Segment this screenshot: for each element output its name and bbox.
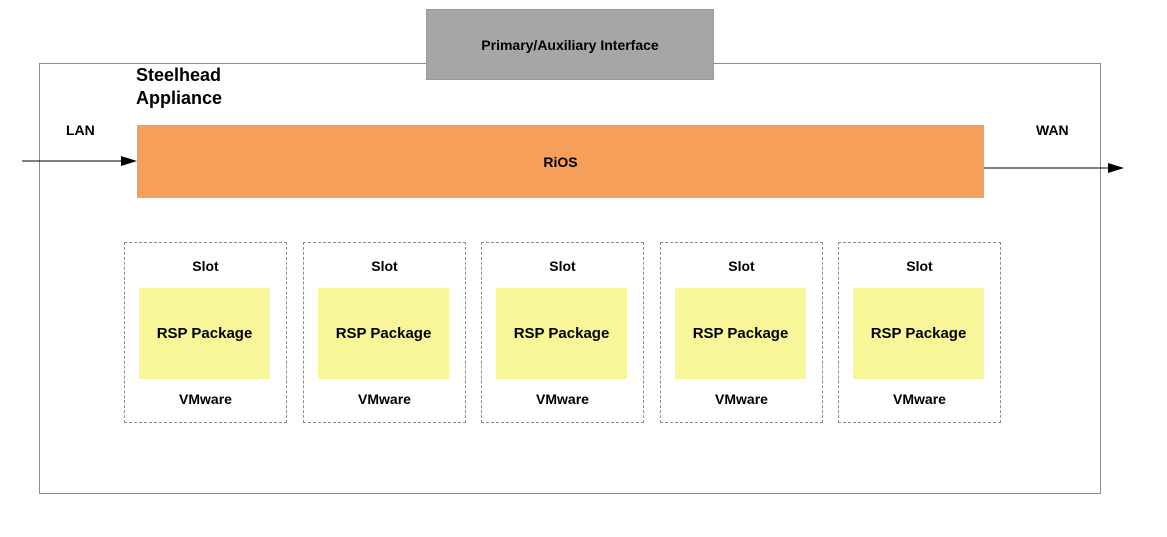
- vmware-label: VMware: [715, 391, 768, 407]
- lan-label: LAN: [66, 122, 95, 138]
- slot-5: Slot RSP Package VMware: [838, 242, 1001, 423]
- primary-auxiliary-interface-box: Primary/Auxiliary Interface: [426, 9, 714, 80]
- slot-label: Slot: [192, 258, 219, 274]
- slot-1: Slot RSP Package VMware: [124, 242, 287, 423]
- slot-label: Slot: [549, 258, 576, 274]
- slot-4: Slot RSP Package VMware: [660, 242, 823, 423]
- slot-3: Slot RSP Package VMware: [481, 242, 644, 423]
- appliance-title: Steelhead Appliance: [136, 65, 223, 108]
- slot-label: Slot: [728, 258, 755, 274]
- wan-label: WAN: [1036, 122, 1069, 138]
- interface-label: Primary/Auxiliary Interface: [481, 36, 659, 53]
- rsp-package-box: RSP Package: [139, 288, 270, 379]
- slot-2: Slot RSP Package VMware: [303, 242, 466, 423]
- vmware-label: VMware: [893, 391, 946, 407]
- rsp-package-label: RSP Package: [156, 325, 253, 342]
- vmware-label: VMware: [179, 391, 232, 407]
- rsp-package-box: RSP Package: [675, 288, 806, 379]
- rsp-package-label: RSP Package: [513, 325, 610, 342]
- vmware-label: VMware: [536, 391, 589, 407]
- rsp-package-box: RSP Package: [496, 288, 627, 379]
- rsp-package-label: RSP Package: [870, 325, 967, 342]
- wan-arrow-head: [1108, 163, 1124, 173]
- vmware-label: VMware: [358, 391, 411, 407]
- rios-label: RiOS: [543, 153, 578, 170]
- rsp-package-label: RSP Package: [692, 325, 789, 342]
- rios-bar: RiOS: [137, 125, 984, 198]
- rsp-package-box: RSP Package: [318, 288, 449, 379]
- rsp-package-label: RSP Package: [335, 325, 432, 342]
- slot-label: Slot: [371, 258, 398, 274]
- rsp-package-box: RSP Package: [853, 288, 984, 379]
- slot-label: Slot: [906, 258, 933, 274]
